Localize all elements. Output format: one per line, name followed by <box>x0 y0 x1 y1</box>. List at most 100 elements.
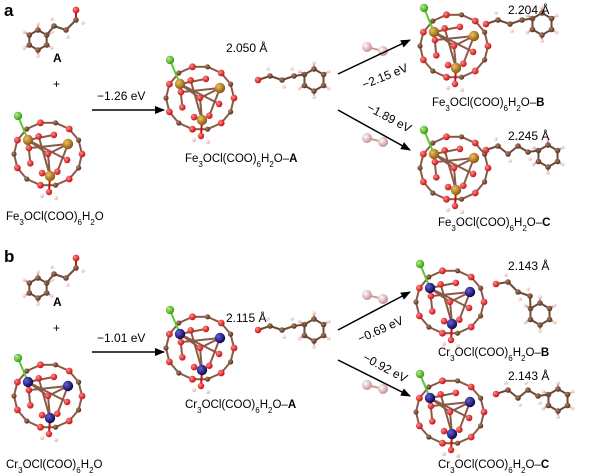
metal-atom <box>22 134 34 146</box>
hydrogen-atom <box>446 86 450 90</box>
carbon-atom <box>76 379 82 385</box>
fe-intermediate-a-molecule <box>163 55 238 144</box>
hydrogen-atom <box>540 5 544 9</box>
hydrogen-atom <box>541 389 546 394</box>
carbon-atom <box>515 143 521 149</box>
oxygen-atom <box>189 375 196 383</box>
oxygen-atom <box>471 17 479 25</box>
carbon-atom <box>426 434 432 440</box>
distance-label-b-int: 2.115 Å <box>226 310 266 325</box>
hydrogen-atom <box>538 401 542 405</box>
hydrogen-atom <box>378 294 388 304</box>
carbon-atom <box>546 305 553 312</box>
carbon-atom <box>539 32 545 38</box>
bond <box>433 153 474 175</box>
oxygen-atom <box>444 61 452 69</box>
metal-atom <box>62 380 74 392</box>
chlorine-atom <box>419 125 429 135</box>
intermediate-formula-a: Fe3OCl(COO)6H2O–A <box>185 153 297 169</box>
carbon-atom <box>417 43 423 49</box>
carbon-atom <box>43 290 50 296</box>
oxygen-atom <box>54 168 61 175</box>
carbon-atom <box>545 164 551 170</box>
fe-product-c-adsorbate <box>482 137 565 175</box>
metal-atom <box>174 328 186 340</box>
hydrogen-atom <box>50 294 54 298</box>
metal-atom <box>468 30 480 42</box>
reaction-arrow-b-to-b <box>337 291 411 331</box>
carbon-atom <box>76 407 82 413</box>
oxygen-atom <box>467 383 475 391</box>
carbon-atom <box>176 370 182 376</box>
carbon-atom <box>311 316 317 322</box>
carbon-atom <box>73 265 79 271</box>
carbon-atom <box>430 140 436 146</box>
chlorine-atom <box>165 305 175 315</box>
oxygen-atom <box>443 195 450 203</box>
oxygen-atom <box>419 150 427 158</box>
bond <box>433 31 474 53</box>
oxygen-atom <box>189 313 196 321</box>
bond <box>189 80 203 121</box>
carbon-atom <box>507 21 513 27</box>
oxygen-atom <box>189 63 196 71</box>
carbon-atom <box>548 26 555 33</box>
carbon-atom <box>176 70 182 76</box>
oxygen-atom <box>447 446 455 454</box>
hydrogen-atom <box>525 30 530 35</box>
hydrogen-atom <box>504 381 508 385</box>
oxygen-atom <box>65 367 73 375</box>
hydrogen-atom <box>312 61 316 65</box>
oxygen-atom <box>439 439 446 447</box>
oxygen-atom <box>452 389 460 397</box>
oxygen-atom <box>78 150 86 158</box>
chlorine-atom <box>415 259 425 269</box>
distance-label-b-b: 2.143 Å <box>508 258 549 273</box>
hydrogen-atom <box>66 35 70 39</box>
hydrogen-atom <box>538 295 542 299</box>
carbon-atom <box>24 418 30 424</box>
bond <box>430 401 471 408</box>
oxygen-atom <box>439 267 446 275</box>
oxygen-atom <box>441 25 448 32</box>
hydrogen-atom <box>518 403 522 407</box>
carbon-atom <box>267 323 273 329</box>
oxygen-atom <box>217 69 225 77</box>
fe-product-c-molecule <box>417 125 492 214</box>
carbon-atom <box>426 274 432 280</box>
carbon-atom <box>426 384 432 390</box>
bond <box>429 397 470 419</box>
carbon-atom <box>52 120 59 126</box>
hydrogen-atom <box>81 21 85 25</box>
oxygen-atom <box>197 132 205 140</box>
carbon-atom <box>525 387 531 393</box>
oxygen-atom <box>230 344 238 352</box>
oxygen-atom <box>179 104 186 111</box>
chlorine-atom <box>419 3 429 13</box>
metal-atom <box>196 114 208 126</box>
oxygen-atom <box>215 100 223 108</box>
metal-atom <box>428 26 440 38</box>
plus-sign-b: + <box>53 321 60 335</box>
metal-atom <box>424 392 436 404</box>
hydrogen-atom <box>266 67 270 71</box>
carbon-atom <box>76 165 82 171</box>
hydrogen-atom <box>54 438 58 442</box>
oxygen-atom <box>187 77 194 84</box>
oxygen-atom <box>217 369 225 377</box>
carbon-atom <box>228 109 234 115</box>
oxygen-atom <box>452 279 460 287</box>
oxygen-atom <box>177 338 185 346</box>
oxygen-atom <box>456 145 464 153</box>
hydrogen-atom <box>560 162 565 167</box>
hydrogen-atom <box>297 336 302 341</box>
oxygen-atom <box>419 178 427 186</box>
hydrogen-atom <box>206 390 210 394</box>
hydrogen-atom <box>518 297 522 301</box>
carbon-atom <box>535 393 541 399</box>
carbon-atom <box>525 149 531 155</box>
carbon-atom <box>35 47 41 53</box>
hydrogen-atom <box>546 137 550 141</box>
oxygen-atom <box>482 20 490 28</box>
